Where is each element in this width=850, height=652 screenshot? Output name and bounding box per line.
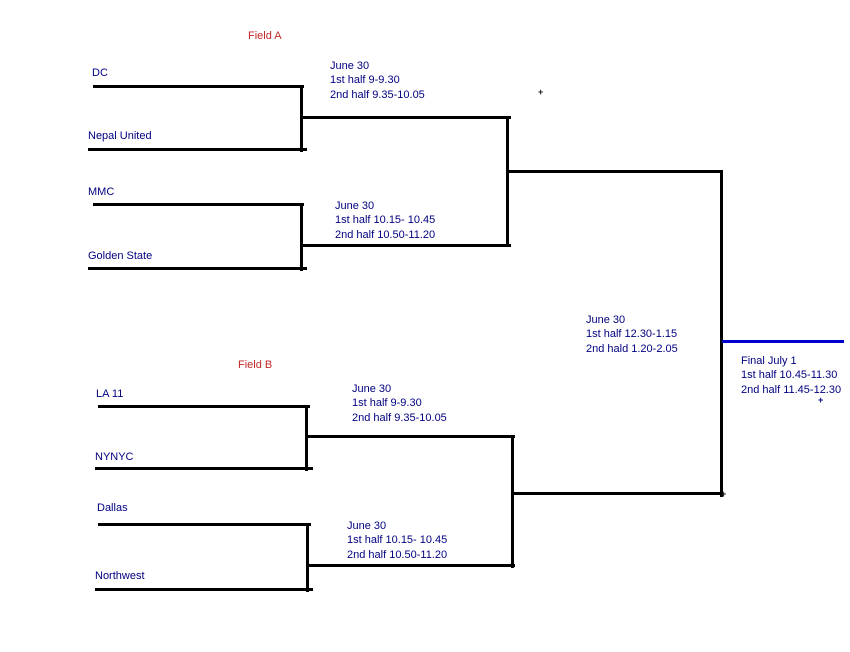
- schedule-line: 1st half 9-9.30: [352, 397, 422, 410]
- semifinal-b-winner-line: [511, 492, 723, 495]
- team-line-la-11: [98, 405, 310, 408]
- semifinal-a-winner-line: [506, 170, 723, 173]
- schedule-field-a-match-1: June 30 1st half 9-9.30 2nd half 9.35-10…: [330, 59, 425, 102]
- match-b1-connector: [305, 405, 308, 471]
- schedule-line: 2nd half 11.45-12.30: [741, 383, 842, 396]
- match-a2-winner-line: [300, 244, 511, 247]
- schedule-final: Final July 1 1st half 10.45-11.30 2nd ha…: [741, 354, 841, 397]
- team-line-golden-state: [88, 267, 307, 270]
- schedule-line: 2nd half 9.35-10.05: [330, 88, 425, 101]
- schedule-field-b-match-1: June 30 1st half 9-9.30 2nd half 9.35-10…: [352, 382, 447, 425]
- final-connector: [720, 170, 723, 497]
- final-winner-line: [722, 340, 844, 343]
- crosshair-mark-junction: +: [721, 489, 727, 499]
- team-label-dallas: Dallas: [97, 502, 128, 514]
- crosshair-mark-final: +: [818, 395, 824, 405]
- schedule-line: 1st half 10.45-11.30: [741, 369, 838, 382]
- team-label-northwest: Northwest: [95, 570, 145, 582]
- match-a1-winner-line: [300, 116, 511, 119]
- semifinal-a-connector: [506, 116, 509, 247]
- team-label-dc: DC: [92, 67, 108, 79]
- team-line-nynyc: [95, 467, 313, 470]
- crosshair-mark-top: +: [538, 87, 544, 97]
- schedule-line: June 30: [586, 314, 626, 326]
- schedule-line: 2nd half 9.35-10.05: [352, 411, 447, 424]
- schedule-line: Final July 1: [741, 355, 797, 367]
- team-label-nynyc: NYNYC: [95, 451, 134, 463]
- team-line-nepal-united: [88, 148, 307, 151]
- match-b1-winner-line: [305, 435, 515, 438]
- schedule-line: 1st half 10.15- 10.45: [335, 214, 436, 227]
- field-b-label: Field B: [238, 359, 273, 371]
- team-line-dc: [93, 85, 304, 88]
- schedule-line: June 30: [335, 200, 375, 212]
- team-line-mmc: [93, 203, 304, 206]
- team-label-nepal-united: Nepal United: [88, 130, 152, 142]
- schedule-line: June 30: [352, 383, 392, 395]
- team-label-mmc: MMC: [88, 186, 115, 198]
- team-label-la-11: LA 11: [96, 388, 124, 400]
- schedule-line: 2nd hald 1.20-2.05: [586, 342, 678, 355]
- semifinal-b-connector: [511, 435, 514, 568]
- match-b2-connector: [306, 523, 309, 592]
- match-b2-winner-line: [306, 564, 515, 567]
- schedule-semifinal: June 30 1st half 12.30-1.15 2nd hald 1.2…: [586, 313, 678, 356]
- schedule-line: 2nd half 10.50-11.20: [347, 548, 448, 561]
- schedule-line: 1st half 10.15- 10.45: [347, 534, 448, 547]
- team-line-northwest: [95, 588, 313, 591]
- match-a2-connector: [300, 203, 303, 271]
- schedule-field-b-match-2: June 30 1st half 10.15- 10.45 2nd half 1…: [347, 519, 447, 562]
- schedule-line: 1st half 12.30-1.15: [586, 328, 678, 341]
- team-label-golden-state: Golden State: [88, 250, 153, 262]
- schedule-line: June 30: [347, 520, 387, 532]
- schedule-field-a-match-2: June 30 1st half 10.15- 10.45 2nd half 1…: [335, 199, 435, 242]
- field-a-label: Field A: [248, 30, 282, 42]
- team-line-dallas: [98, 523, 311, 526]
- schedule-line: June 30: [330, 60, 370, 72]
- schedule-line: 1st half 9-9.30: [330, 74, 400, 87]
- schedule-line: 2nd half 10.50-11.20: [335, 228, 436, 241]
